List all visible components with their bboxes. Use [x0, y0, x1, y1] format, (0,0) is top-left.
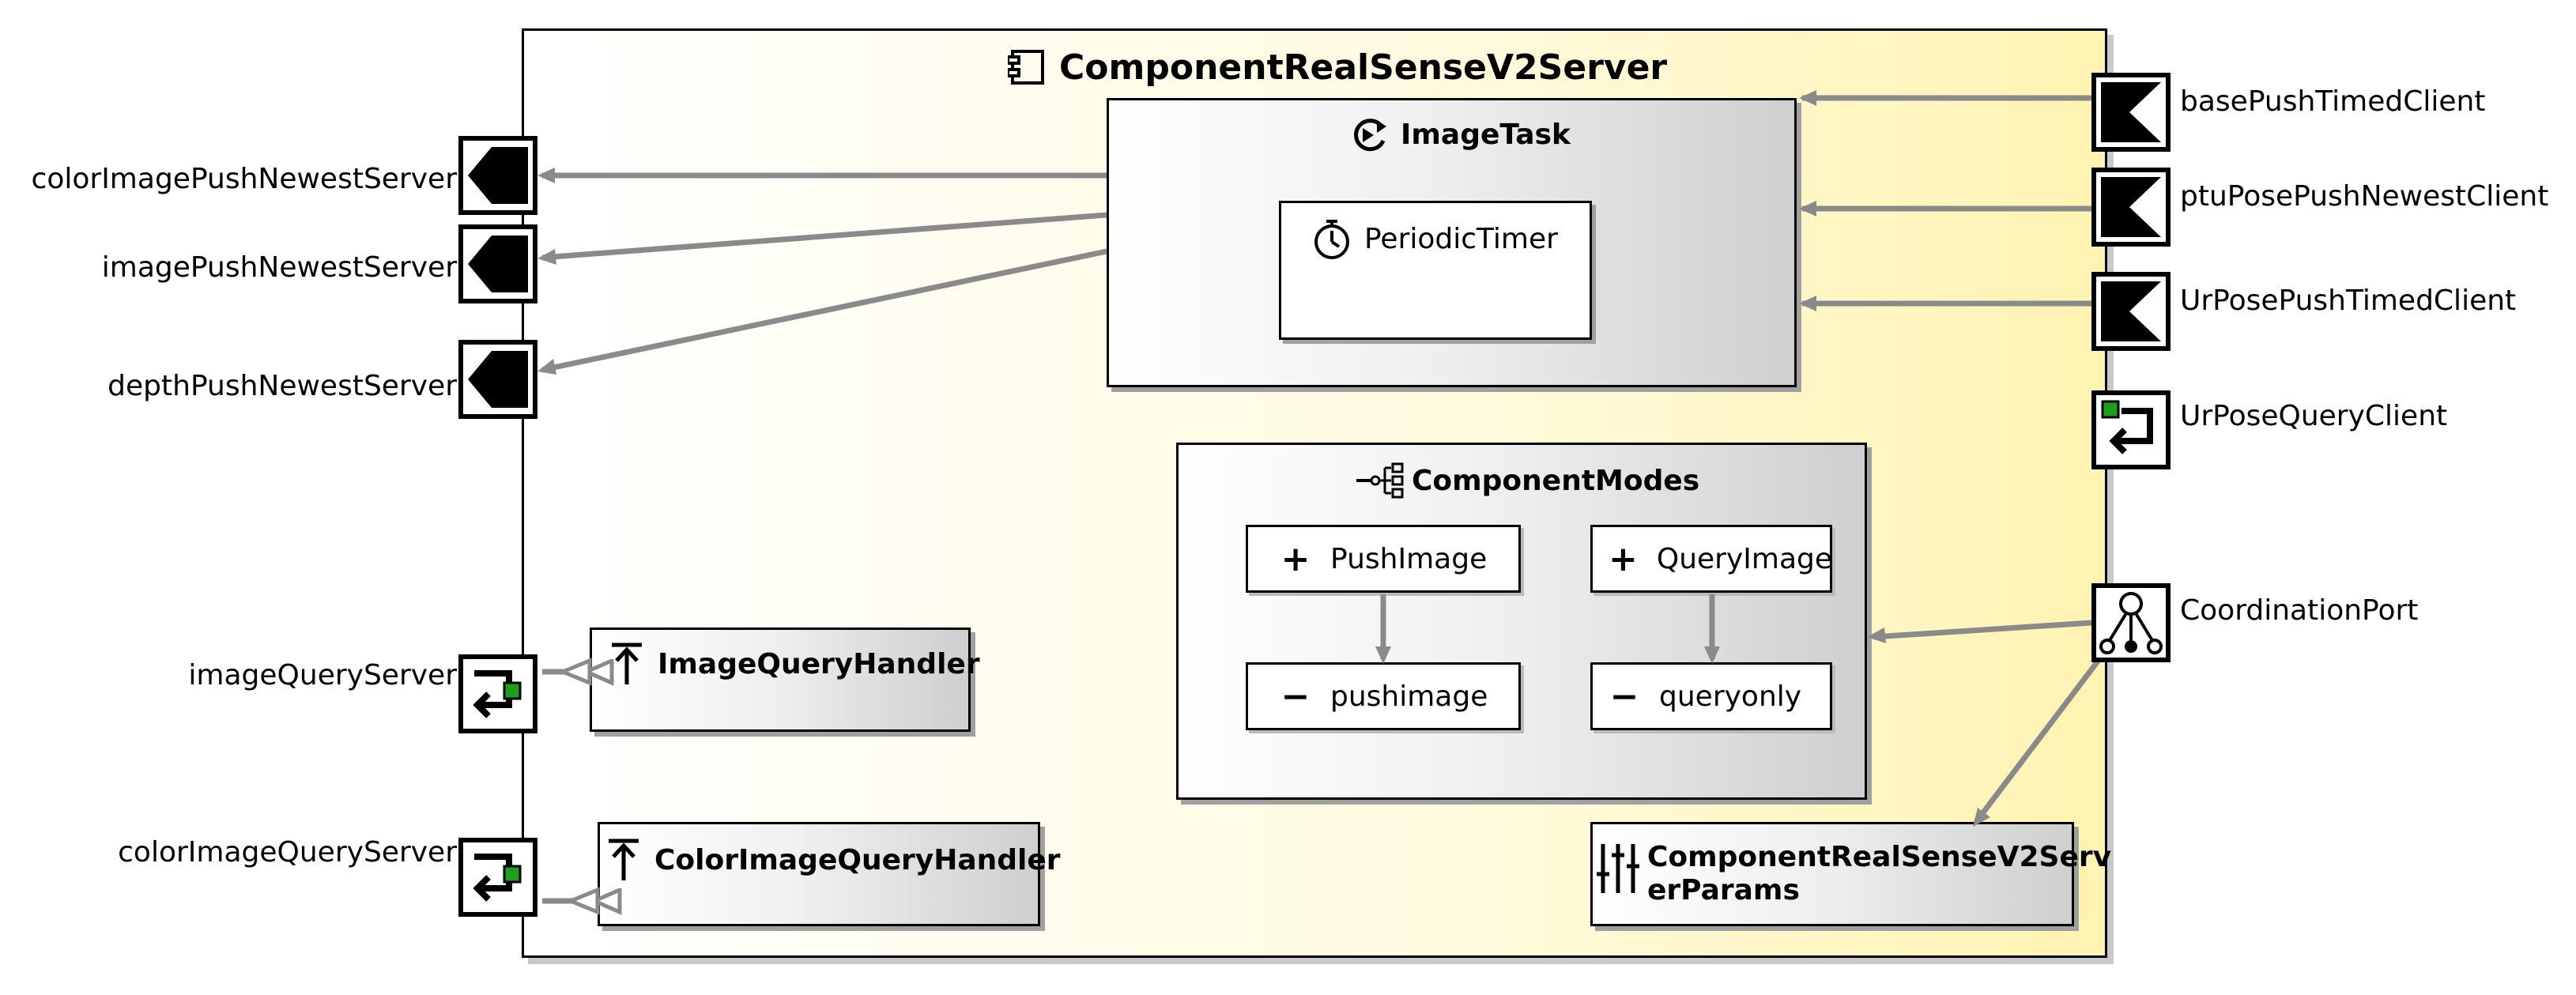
params-box[interactable] [1590, 822, 2074, 926]
component-modes-box[interactable] [1176, 443, 1867, 800]
mode-push-image[interactable]: + PushImage [1246, 525, 1521, 593]
push-server-icon [468, 236, 528, 292]
base-push-timed-client-label: basePushTimedClient [2180, 85, 2486, 118]
image-task-title: ImageTask [1401, 119, 1571, 151]
coordination-port-label: CoordinationPort [2180, 594, 2419, 627]
query-server-icon [473, 854, 522, 902]
query-client-icon [2101, 400, 2153, 454]
mode-pushimage-label: pushimage [1330, 680, 1488, 713]
component-modes-title: ComponentModes [1412, 465, 1700, 497]
plus-icon: + [1609, 538, 1638, 579]
color-image-query-server-label: colorImageQueryServer [118, 836, 457, 869]
mode-query-image[interactable]: + QueryImage [1590, 525, 1832, 593]
color-image-query-handler-box[interactable] [598, 822, 1040, 926]
ur-pose-query-client-label: UrPoseQueryClient [2180, 400, 2448, 432]
image-query-handler-box[interactable] [590, 628, 971, 732]
params-sliders-icon [1597, 844, 1639, 893]
coordination-icon [2099, 592, 2163, 654]
color-image-push-newest-server-label: colorImagePushNewestServer [31, 163, 457, 195]
push-client-icon [2101, 82, 2161, 142]
modes-tree-icon [1356, 462, 1404, 499]
push-client-icon [2101, 281, 2161, 341]
minus-icon: − [1609, 676, 1639, 717]
timer-icon [1314, 220, 1349, 259]
handler-arrow-up-icon [612, 643, 642, 684]
params-title-line1: ComponentRealSenseV2Serv [1647, 841, 2112, 873]
color-image-query-handler-title: ColorImageQueryHandler [654, 844, 1061, 876]
link-coordination-modes [1872, 620, 2092, 642]
ur-pose-push-timed-client-label: UrPosePushTimedClient [2180, 285, 2517, 317]
push-server-icon [468, 351, 528, 408]
mode-query-image-label: QueryImage [1656, 542, 1833, 575]
component-title: ComponentRealSenseV2Server [1059, 47, 1668, 88]
mode-queryonly[interactable]: − queryonly [1590, 662, 1832, 730]
push-client-icon [2101, 177, 2161, 237]
image-push-newest-server-label: imagePushNewestServer [101, 251, 457, 284]
mode-queryonly-label: queryonly [1659, 680, 1802, 713]
task-loop-icon [1354, 119, 1386, 152]
mode-push-image-label: PushImage [1330, 542, 1488, 575]
handler-arrow-up-icon [609, 839, 639, 880]
component-icon [1008, 50, 1044, 85]
ptu-pose-push-newest-client-label: ptuPosePushNewestClient [2180, 180, 2549, 213]
minus-icon: − [1280, 676, 1311, 717]
link-depth-push [541, 248, 1107, 373]
params-title-line2: erParams [1647, 874, 1800, 906]
link-image-push [541, 212, 1107, 262]
image-query-server-port[interactable] [458, 654, 537, 733]
link-coordination-params [1974, 657, 2102, 824]
image-query-server-label: imageQueryServer [188, 659, 457, 692]
image-query-handler-title: ImageQueryHandler [658, 648, 980, 680]
periodic-timer-label: PeriodicTimer [1364, 223, 1558, 255]
push-server-icon [468, 147, 528, 204]
query-server-icon [473, 670, 522, 718]
color-image-query-server-port[interactable] [458, 838, 537, 917]
depth-push-newest-server-label: depthPushNewestServer [107, 370, 457, 402]
plus-icon: + [1280, 538, 1311, 579]
